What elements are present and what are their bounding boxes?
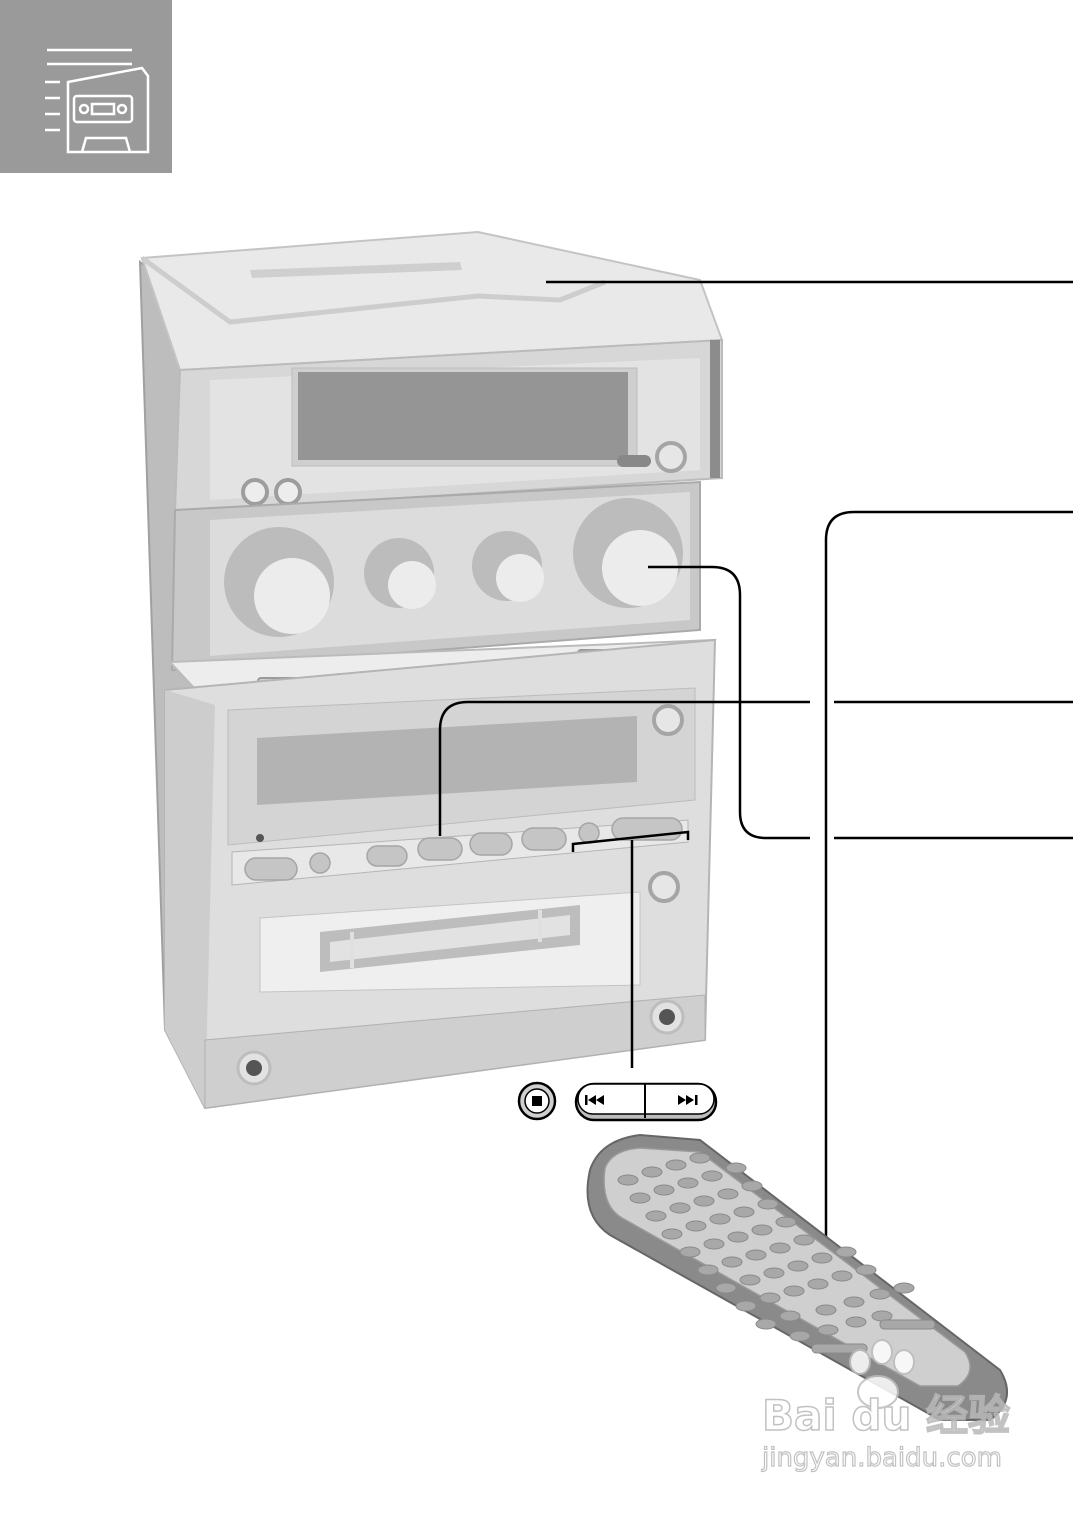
watermark-url: jingyan.baidu.com (761, 1443, 1002, 1473)
stop-button[interactable] (517, 1081, 557, 1121)
skip-button-pair (574, 1082, 718, 1122)
paw-icon (849, 1339, 915, 1409)
callout-deck-button (438, 700, 810, 836)
callout-skip-bracket (571, 830, 690, 852)
stereo-unit (138, 230, 724, 1110)
power-button[interactable] (655, 441, 687, 473)
eject-button-lower[interactable] (648, 871, 680, 903)
skip-forward-icon (678, 1095, 698, 1105)
watermark: Bai du 经验 jingyan.baidu.com (760, 1339, 1011, 1474)
transport-button-1[interactable] (244, 857, 298, 881)
skip-forward-button[interactable] (647, 1085, 713, 1113)
remote-buttons (617, 1152, 936, 1354)
volume-knob[interactable] (573, 498, 683, 608)
skip-back-button[interactable] (579, 1085, 643, 1113)
small-button-1[interactable] (241, 478, 269, 506)
transport-button-6[interactable] (521, 827, 567, 851)
cassette-deck-icon (45, 48, 150, 154)
eject-button-upper[interactable] (652, 704, 684, 736)
watermark-brand: Bai du 经验 (762, 1391, 1010, 1440)
skip-back-icon (585, 1095, 604, 1105)
section-header (0, 0, 172, 173)
transport-button-4[interactable] (417, 837, 463, 861)
treble-knob[interactable] (472, 531, 544, 602)
remote-control (586, 1133, 1009, 1421)
bass-knob[interactable] (364, 538, 436, 609)
small-button-2[interactable] (274, 478, 302, 506)
volume-knob-left[interactable] (224, 527, 334, 637)
callout-remote (824, 510, 1073, 1310)
callout-lines (438, 280, 1073, 1310)
stop-icon (532, 1096, 542, 1106)
open-close-slider[interactable] (617, 455, 651, 467)
transport-button-7[interactable] (578, 822, 600, 844)
transport-button-5[interactable] (469, 832, 513, 856)
transport-button-2[interactable] (309, 852, 331, 874)
callout-volume (648, 565, 810, 840)
transport-button-3[interactable] (366, 845, 408, 867)
